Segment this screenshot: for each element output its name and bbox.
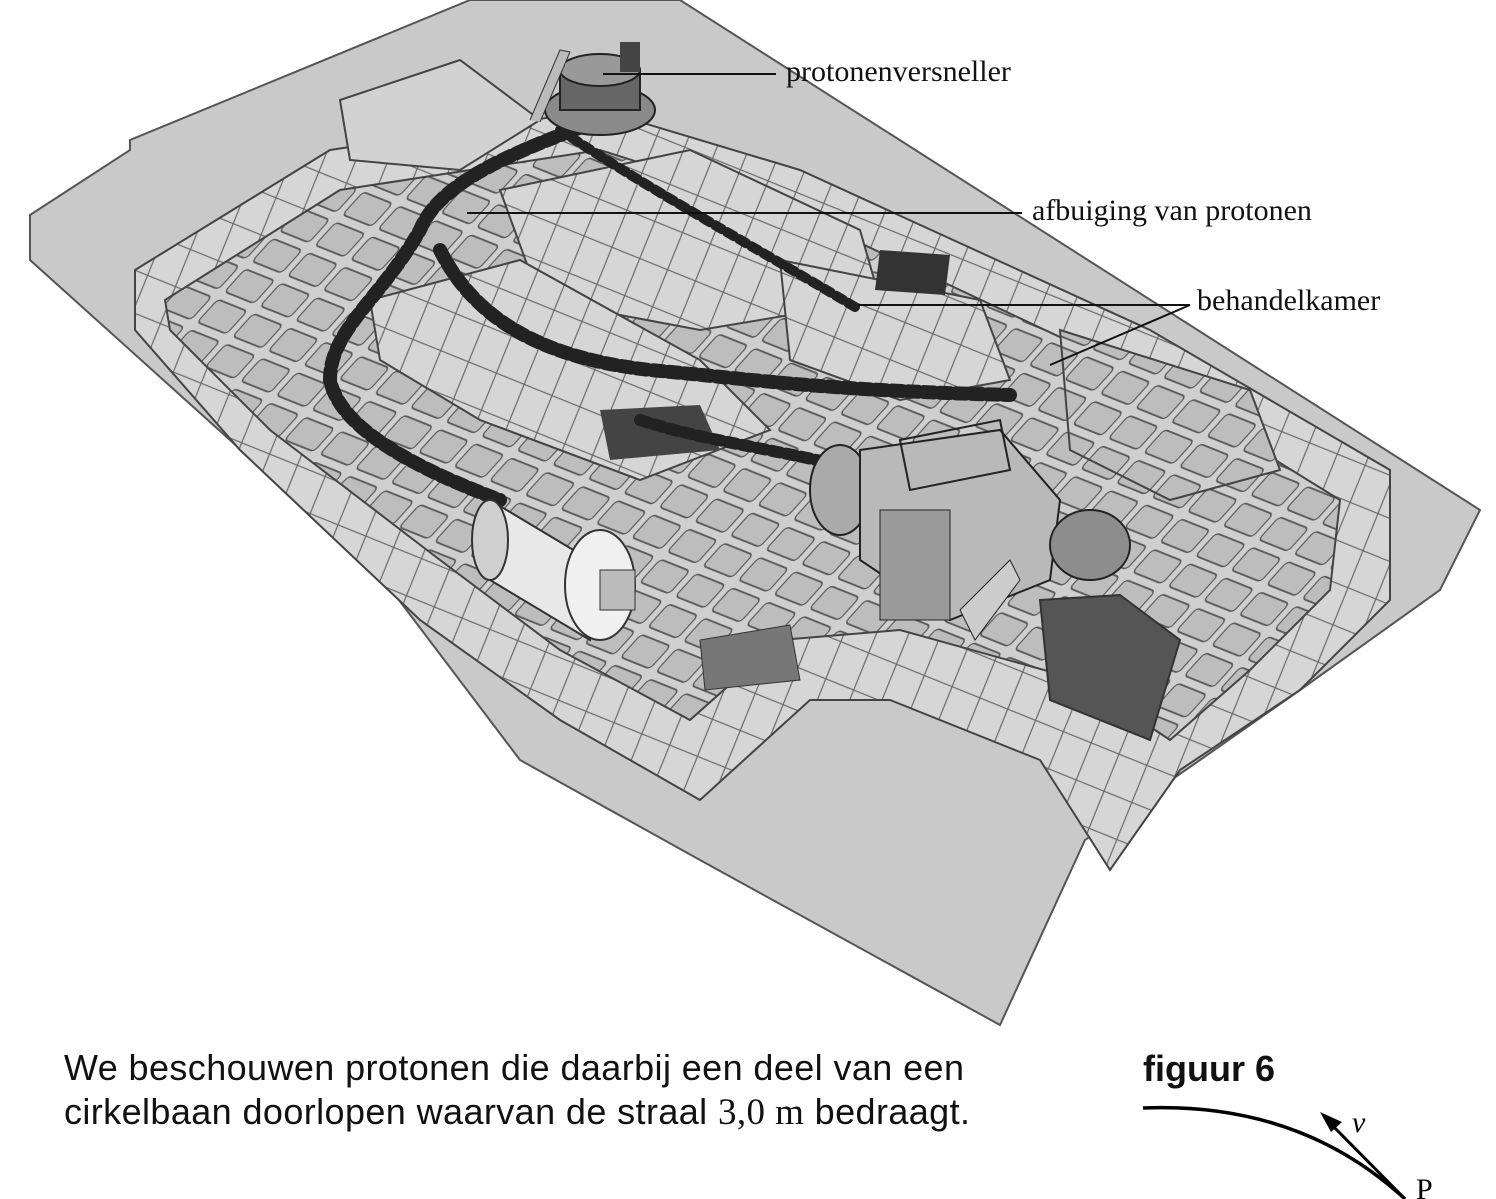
callout-treatment-room: behandelkamer <box>1197 284 1381 317</box>
beamline <box>322 113 1017 507</box>
paragraph-text-end: bedraagt. <box>804 1091 971 1132</box>
cyclotron <box>529 42 656 136</box>
leader-lines <box>467 73 1191 366</box>
proton-trajectory-arc <box>1142 1105 1407 1199</box>
velocity-arrowhead-icon <box>1320 1112 1342 1132</box>
proton-therapy-facility-illustration <box>29 0 1482 1027</box>
callout-proton-deflection: afbuiging van protonen <box>1032 194 1312 227</box>
velocity-vector <box>1323 1116 1407 1199</box>
paragraph-text-start: We beschouwen protonen die daarbij een d… <box>64 1047 965 1132</box>
gantry-right <box>809 418 1131 641</box>
point-p-label: P <box>1416 1173 1433 1199</box>
figure-6-diagram: v P <box>1142 1105 1433 1199</box>
callout-proton-accelerator: protonenversneller <box>786 55 1011 88</box>
gantry-cylinder-left <box>471 498 636 642</box>
figure-6-title: figuur 6 <box>1143 1048 1275 1089</box>
velocity-label: v <box>1352 1106 1366 1139</box>
radius-value: 3,0 m <box>718 1092 805 1133</box>
problem-paragraph: We beschouwen protonen die daarbij een d… <box>64 1046 1004 1135</box>
